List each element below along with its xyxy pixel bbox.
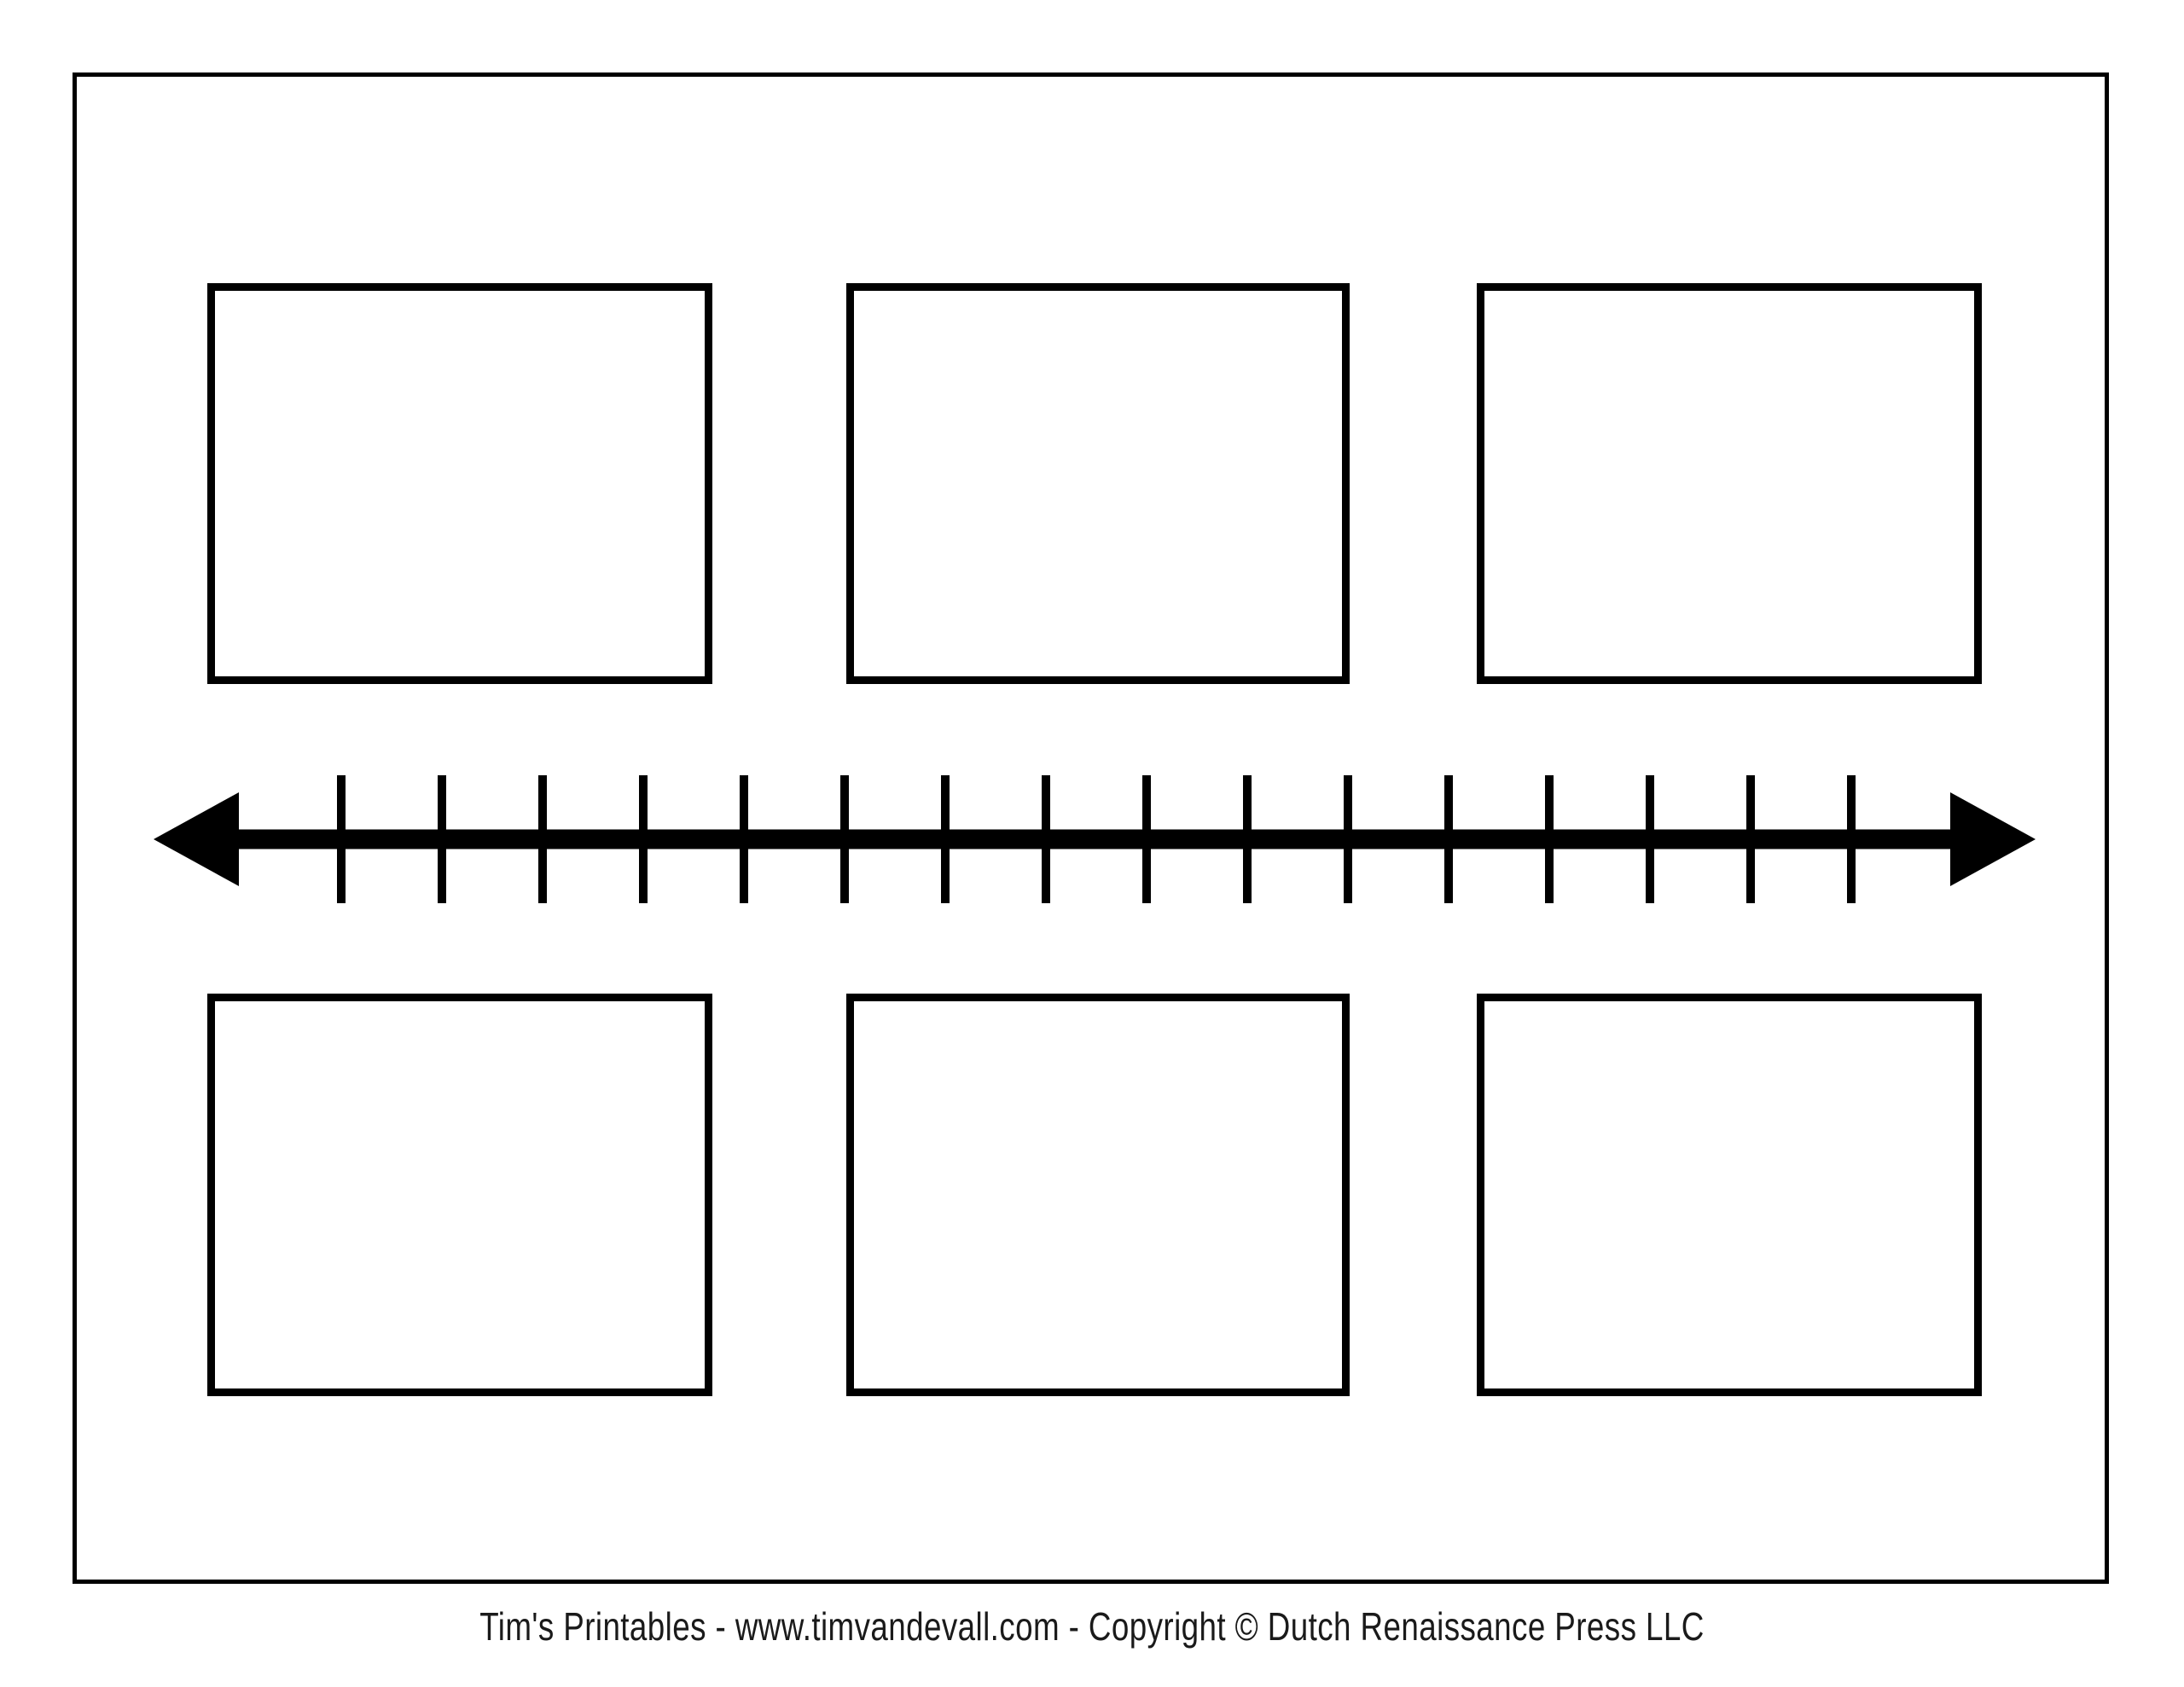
answer-box-top-3[interactable] [1477, 283, 1982, 684]
answer-box-bottom-1[interactable] [207, 994, 712, 1396]
answer-box-top-2[interactable] [846, 283, 1350, 684]
footer-credit: Tim's Printables - www.timvandevall.com … [479, 1604, 1705, 1649]
answer-box-top-1[interactable] [207, 283, 712, 684]
answer-box-bottom-3[interactable] [1477, 994, 1982, 1396]
answer-box-bottom-2[interactable] [846, 994, 1350, 1396]
